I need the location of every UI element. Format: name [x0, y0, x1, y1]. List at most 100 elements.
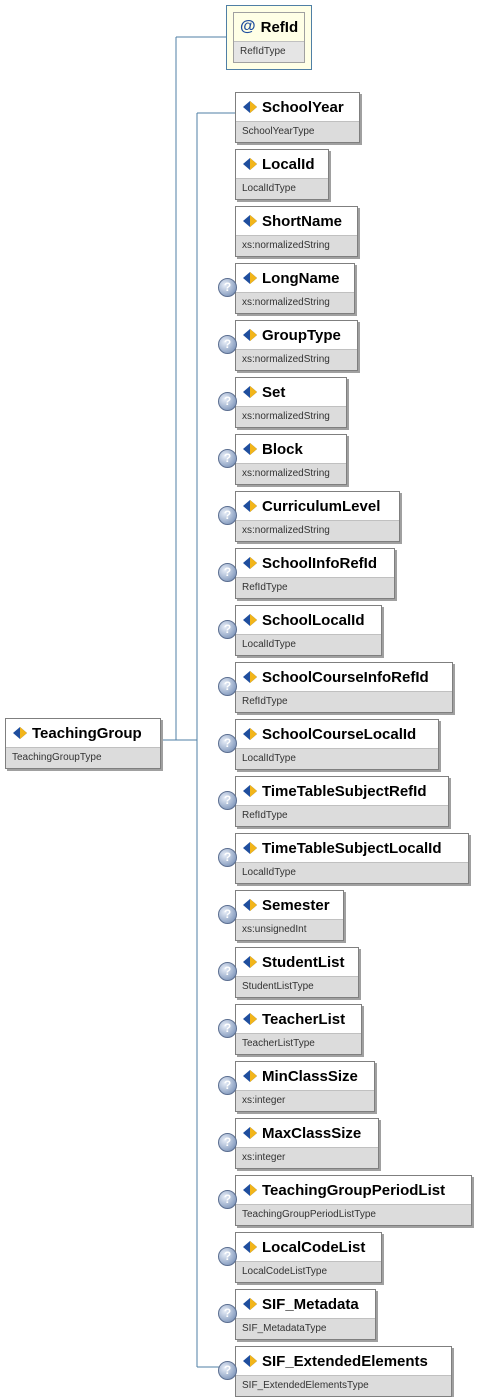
element-icon: [243, 614, 257, 626]
root-type: TeachingGroupType: [6, 747, 160, 768]
element-head: TimeTableSubjectLocalId: [236, 834, 468, 862]
root-node[interactable]: TeachingGroup TeachingGroupType: [5, 718, 161, 769]
element-icon: [243, 1298, 257, 1310]
element-type: xs:unsignedInt: [236, 919, 343, 940]
element-head: StudentList: [236, 948, 358, 976]
element-type: LocalCodeListType: [236, 1261, 381, 1282]
element-type: TeacherListType: [236, 1033, 361, 1054]
element-name: SIF_ExtendedElements: [262, 1352, 428, 1370]
element-icon: [243, 1013, 257, 1025]
element-head: LocalCodeList: [236, 1233, 381, 1261]
element-name: ShortName: [262, 212, 343, 230]
element-type: SIF_ExtendedElementsType: [236, 1375, 451, 1396]
element-name: SchoolYear: [262, 98, 344, 116]
element-type: xs:normalizedString: [236, 235, 357, 256]
element-head: SchoolLocalId: [236, 606, 381, 634]
element-name: TimeTableSubjectLocalId: [262, 839, 442, 857]
optional-question-icon: ?: [218, 1190, 237, 1209]
element-type: SchoolYearType: [236, 121, 359, 142]
element-head: TeacherList: [236, 1005, 361, 1033]
element-name: TeachingGroupPeriodList: [262, 1181, 446, 1199]
optional-question-icon: ?: [218, 506, 237, 525]
element-icon: [243, 101, 257, 113]
element-type: xs:normalizedString: [236, 406, 346, 427]
element-type: LocalIdType: [236, 178, 328, 199]
optional-question-icon: ?: [218, 1304, 237, 1323]
element-head: SIF_Metadata: [236, 1290, 375, 1318]
element-type: StudentListType: [236, 976, 358, 997]
optional-question-icon: ?: [218, 335, 237, 354]
optional-question-icon: ?: [218, 620, 237, 639]
attribute-group: @ RefId RefIdType: [226, 5, 312, 70]
element-head: LongName: [236, 264, 354, 292]
element-type: RefIdType: [236, 805, 448, 826]
attribute-node[interactable]: @ RefId RefIdType: [233, 12, 305, 63]
element-head: Set: [236, 378, 346, 406]
element-name: SchoolCourseLocalId: [262, 725, 417, 743]
element-name: GroupType: [262, 326, 341, 344]
element-name: TimeTableSubjectRefId: [262, 782, 427, 800]
element-name: Block: [262, 440, 303, 458]
root-head: TeachingGroup: [6, 719, 160, 747]
element-head: SchoolYear: [236, 93, 359, 121]
element-head: LocalId: [236, 150, 328, 178]
optional-question-icon: ?: [218, 1019, 237, 1038]
optional-question-icon: ?: [218, 677, 237, 696]
element-icon: [243, 386, 257, 398]
element-head: MinClassSize: [236, 1062, 374, 1090]
element-node[interactable]: Block xs:normalizedString: [235, 434, 347, 485]
element-name: TeacherList: [262, 1010, 346, 1028]
element-head: ShortName: [236, 207, 357, 235]
element-icon: [243, 1355, 257, 1367]
optional-question-icon: ?: [218, 734, 237, 753]
element-icon: [243, 785, 257, 797]
element-icon: [243, 899, 257, 911]
element-type: xs:normalizedString: [236, 349, 357, 370]
element-icon: [243, 329, 257, 341]
element-icon: [243, 671, 257, 683]
element-icon: [243, 1241, 257, 1253]
element-name: LongName: [262, 269, 340, 287]
optional-question-icon: ?: [218, 278, 237, 297]
element-head: SchoolCourseLocalId: [236, 720, 438, 748]
element-node[interactable]: ShortName xs:normalizedString: [235, 206, 358, 257]
element-name: Set: [262, 383, 286, 401]
at-icon: @: [240, 18, 256, 35]
element-icon: [13, 727, 27, 739]
element-head: SIF_ExtendedElements: [236, 1347, 451, 1375]
element-node[interactable]: LongName xs:normalizedString: [235, 263, 355, 314]
optional-question-icon: ?: [218, 1133, 237, 1152]
element-head: TimeTableSubjectRefId: [236, 777, 448, 805]
element-type: xs:normalizedString: [236, 292, 354, 313]
optional-question-icon: ?: [218, 905, 237, 924]
element-type: xs:normalizedString: [236, 463, 346, 484]
element-head: SchoolCourseInfoRefId: [236, 663, 452, 691]
element-icon: [243, 1070, 257, 1082]
element-node[interactable]: GroupType xs:normalizedString: [235, 320, 358, 371]
element-node[interactable]: Set xs:normalizedString: [235, 377, 347, 428]
root-name: TeachingGroup: [32, 724, 142, 742]
optional-question-icon: ?: [218, 848, 237, 867]
element-icon: [243, 728, 257, 740]
element-head: Semester: [236, 891, 343, 919]
element-type: xs:integer: [236, 1147, 378, 1168]
element-name: MinClassSize: [262, 1067, 358, 1085]
